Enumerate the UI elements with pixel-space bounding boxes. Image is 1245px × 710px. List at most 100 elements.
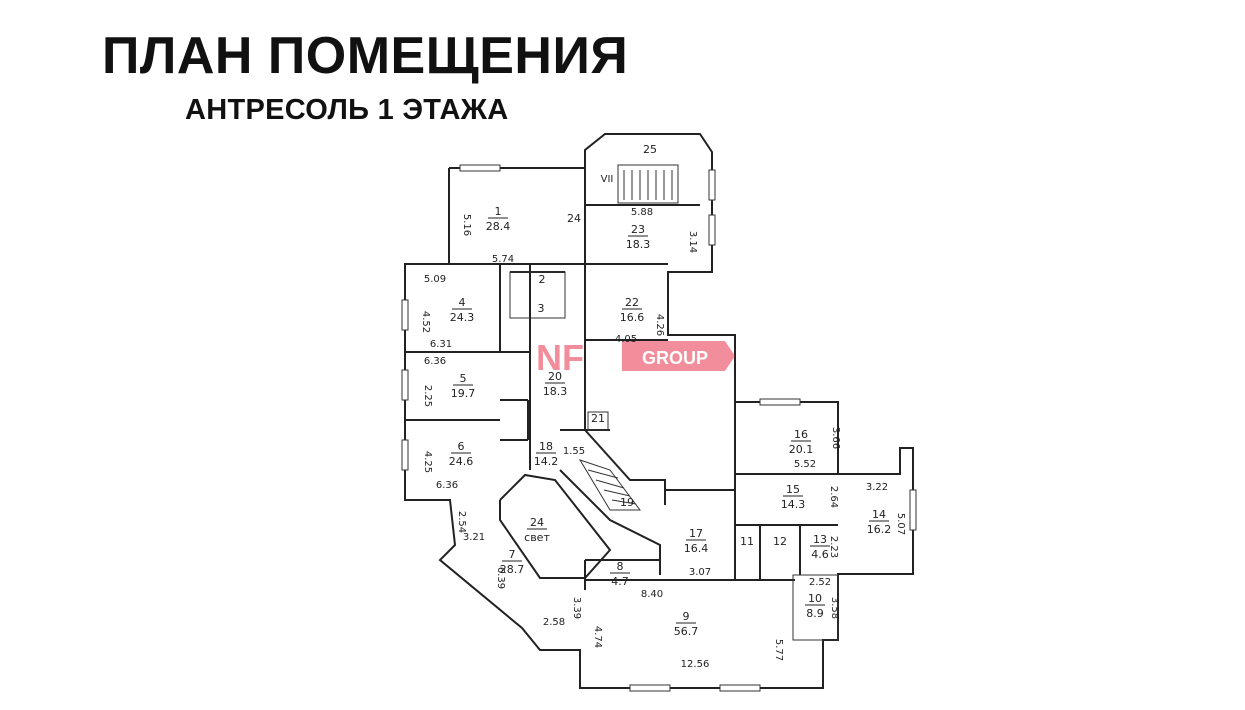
room-number: 18 [539, 440, 553, 453]
room-area: 14.2 [534, 455, 559, 468]
room-number: 23 [631, 223, 645, 236]
dimension-label: 4.74 [592, 626, 603, 648]
room-label: 16 20.1 [789, 428, 814, 456]
dimension-label: 5.88 [631, 207, 653, 218]
room-number: 25 [643, 143, 657, 156]
room-label: 18 14.2 [534, 440, 559, 468]
interior-walls [405, 168, 839, 641]
room-label: 23 18.3 [626, 223, 651, 251]
dimension-label: 3.39 [571, 597, 582, 619]
dimension-label: 2.64 [828, 486, 839, 508]
room-number: 24 [567, 212, 581, 225]
dimension-label: 3.21 [463, 532, 485, 543]
room-label: 19 [620, 496, 634, 509]
plan-title: ПЛАН ПОМЕЩЕНИЯ [102, 27, 629, 85]
room-area: 18.3 [543, 385, 568, 398]
room-area: 24.3 [450, 311, 475, 324]
room-number: 2 [539, 273, 546, 286]
room-area: 19.7 [451, 387, 476, 400]
room-area: 28.4 [486, 220, 511, 233]
dimension-label: 2.52 [809, 577, 831, 588]
room-label: 3 [538, 302, 545, 315]
room-label: 2 [539, 273, 546, 286]
room-number: 10 [808, 592, 822, 605]
room-label: 11 [740, 535, 754, 548]
room-number: 13 [813, 533, 827, 546]
room-number: 3 [538, 302, 545, 315]
room-number: 6 [458, 440, 465, 453]
room-area: 56.7 [674, 625, 699, 638]
room-label: 14 16.2 [867, 508, 892, 536]
dimension-label: 4.25 [422, 451, 433, 473]
room-area: 16.4 [684, 542, 709, 555]
room-area: 4.7 [611, 575, 629, 588]
room-label: 24 свет [524, 516, 550, 544]
room-number: 1 [495, 205, 502, 218]
windows [401, 164, 917, 692]
room-area: 18.3 [626, 238, 651, 251]
dimension-label: 4.05 [615, 334, 637, 345]
dimension-label: VII [601, 174, 614, 185]
dimension-label: 5.74 [492, 254, 514, 265]
dimension-label: 4.26 [654, 314, 665, 336]
dimension-label: 3.07 [689, 567, 711, 578]
room-number: 22 [625, 296, 639, 309]
dimension-label: 5.09 [424, 274, 446, 285]
staircases [578, 164, 679, 511]
room-number: 15 [786, 483, 800, 496]
room-label: 134.6 [810, 533, 830, 561]
dimension-label: 6.31 [430, 339, 452, 350]
room-number: 16 [794, 428, 808, 441]
dimension-label: 3.66 [830, 427, 841, 449]
room-label: 84.7 [610, 560, 630, 588]
watermark-brand: NF [536, 337, 584, 378]
dimension-label: 3.22 [866, 482, 888, 493]
dimension-label: 5.07 [895, 513, 906, 535]
dimension-label: 12.56 [681, 659, 710, 670]
dimension-label: 3.14 [687, 231, 698, 253]
room-label: 956.7 [674, 610, 699, 638]
dimension-labels: 5.165.745.094.526.316.362.254.256.362.54… [420, 174, 906, 670]
room-number: 8 [617, 560, 624, 573]
dimension-label: 6.36 [436, 480, 458, 491]
dimension-label: 5.16 [461, 214, 472, 236]
room-area: 4.6 [811, 548, 829, 561]
room-area: 16.2 [867, 523, 892, 536]
room-number: 9 [683, 610, 690, 623]
dimension-label: 5.77 [773, 639, 784, 661]
dimension-label: 2.25 [422, 385, 433, 407]
room-number: 21 [591, 412, 605, 425]
room-label: 25 [643, 143, 657, 156]
nf-group-watermark: NF GROUP [536, 337, 735, 378]
dimension-label: 5.52 [794, 459, 816, 470]
plan-subtitle: АНТРЕСОЛЬ 1 ЭТАЖА [185, 94, 509, 126]
room-area: 16.6 [620, 311, 645, 324]
dimension-label: 2.23 [828, 536, 839, 558]
room-number: 7 [509, 548, 516, 561]
room-number: 19 [620, 496, 634, 509]
room-label: 22 16.6 [620, 296, 645, 324]
room-area: 8.9 [806, 607, 824, 620]
room-area: 24.6 [449, 455, 474, 468]
watermark-group: GROUP [642, 348, 708, 368]
room-number: 20 [548, 370, 562, 383]
dimension-label: 2.58 [543, 617, 565, 628]
room-number: 4 [459, 296, 466, 309]
dimension-label: 1.55 [563, 446, 585, 457]
dimension-label: 3.58 [829, 597, 840, 619]
room-number: 12 [773, 535, 787, 548]
room-label: 24 [567, 212, 581, 225]
room-label: 12 [773, 535, 787, 548]
room-number: 14 [872, 508, 886, 521]
room-label: 728.7 [500, 548, 525, 576]
room-number: 24 [530, 516, 544, 529]
room-label: 624.6 [449, 440, 474, 468]
dimension-label: 4.52 [420, 311, 431, 333]
room-label: 20 18.3 [543, 370, 568, 398]
room-area: 20.1 [789, 443, 814, 456]
room-area: свет [524, 531, 550, 544]
